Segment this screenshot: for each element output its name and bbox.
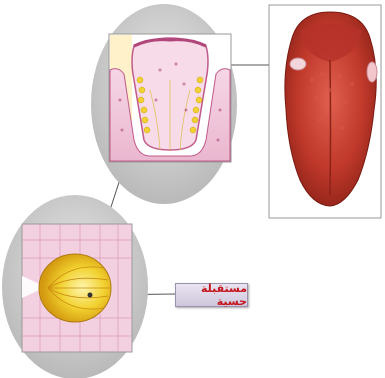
papilla-highlight-right	[367, 62, 377, 82]
papilla-magnification	[91, 4, 237, 204]
tongue-panel	[269, 5, 381, 218]
receptor-pointer-dot	[88, 293, 93, 298]
tongue-median-groove	[330, 60, 331, 195]
taste-bud-magnification	[2, 195, 148, 378]
sensory-receptor-label: مستقبلة حسية	[175, 283, 248, 307]
papilla-highlight-left	[290, 58, 306, 70]
